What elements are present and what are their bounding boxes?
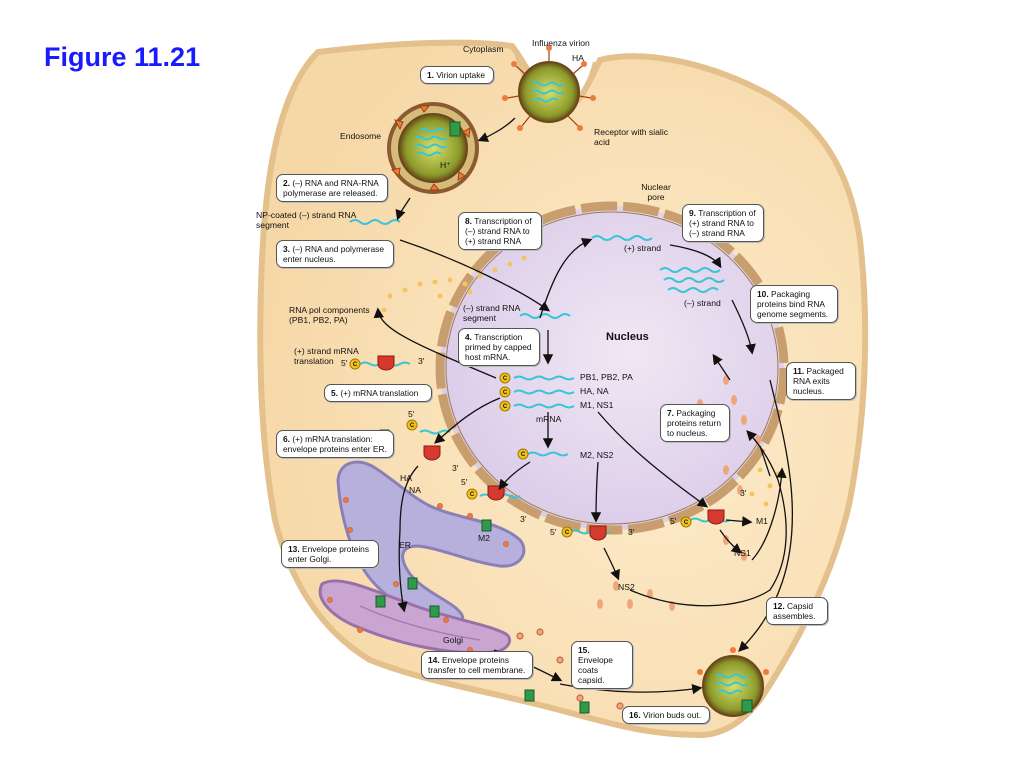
step-3-box: 3. (–) RNA and polymerase enter nucleus. — [276, 240, 394, 268]
label-na-small: NA — [409, 485, 421, 495]
label-5prime-b: 5′ — [408, 409, 415, 419]
label-3prime-a: 3′ — [418, 356, 425, 366]
figure-title: Figure 11.21 — [44, 42, 201, 72]
label-plus-mrna-translation: (+) strand mRNA translation — [294, 346, 359, 366]
nucleus-body — [435, 201, 789, 535]
step-5-box: 5. (+) mRNA translation — [324, 384, 432, 402]
step-10-box: 10. Packaging proteins bind RNA genome s… — [750, 285, 838, 323]
svg-text:C: C — [503, 376, 508, 382]
svg-text:C: C — [410, 423, 415, 429]
label-np-coated: NP-coated (–) strand RNA segment — [256, 210, 356, 230]
label-cytoplasm: Cytoplasm — [463, 44, 504, 54]
label-receptor: Receptor with sialic acid — [594, 127, 669, 147]
label-nucleus: Nucleus — [606, 331, 649, 343]
label-5prime-c: 5′ — [461, 477, 468, 487]
step-14-box: 14. Envelope proteins transfer to cell m… — [421, 651, 533, 679]
step-16-box: 16. Virion buds out. — [622, 706, 710, 724]
label-ha-small: HA — [400, 473, 412, 483]
label-er: ER — [399, 540, 411, 550]
label-ha-na-genes: HA, NA — [580, 386, 609, 396]
label-ns2: NS2 — [618, 582, 635, 592]
label-endosome: Endosome — [340, 131, 382, 141]
label-ns1: NS1 — [734, 548, 751, 558]
label-golgi: Golgi — [443, 635, 464, 645]
svg-text:C: C — [503, 404, 508, 410]
label-3prime-c: 3′ — [520, 514, 527, 524]
step-7-box: 7. Packaging proteins return to nucleus. — [660, 404, 730, 442]
label-m1: M1 — [756, 516, 768, 526]
np-coated-rna-segment — [349, 219, 401, 225]
svg-text:C: C — [684, 520, 689, 526]
mrna-caps — [349, 358, 692, 538]
svg-text:C: C — [470, 492, 475, 498]
plus-strand-rna — [591, 235, 653, 241]
label-5prime-e: 5′ — [670, 516, 677, 526]
step-13-box: 13. Envelope proteins enter Golgi. — [281, 540, 379, 568]
label-3prime-d: 3′ — [628, 527, 635, 537]
label-5prime-d: 5′ — [550, 527, 557, 537]
step-4-box: 4. Transcription primed by capped host m… — [458, 328, 540, 366]
label-plus-strand: (+) strand — [624, 243, 662, 253]
step-15-box: 15. Envelope coats capsid. — [571, 641, 633, 689]
label-m2-ns2-genes: M2, NS2 — [580, 450, 614, 460]
label-ha-top: HA — [572, 53, 584, 63]
step-6-box: 6. (+) mRNA translation: envelope protei… — [276, 430, 394, 458]
label-mrna: mRNA — [536, 414, 562, 424]
svg-text:C: C — [353, 362, 358, 368]
step-1-box: 1. Virion uptake — [420, 66, 494, 84]
label-nuclear-pore: Nuclear pore — [641, 182, 671, 202]
svg-text:C: C — [503, 390, 508, 396]
label-rna-pol-components: RNA pol components (PB1, PB2, PA) — [289, 305, 370, 325]
svg-text:C: C — [521, 452, 526, 458]
step-11-box: 11. Packaged RNA exits nucleus. — [786, 362, 856, 400]
label-5prime-a: 5′ — [341, 358, 348, 368]
label-influenza-virion: Influenza virion — [532, 38, 590, 48]
label-3prime-b: 3′ — [452, 463, 459, 473]
label-m1-ns1-genes: M1, NS1 — [580, 400, 614, 410]
label-pb-genes: PB1, PB2, PA — [580, 372, 633, 382]
label-3prime-e: 3′ — [740, 488, 747, 498]
label-m2: M2 — [478, 533, 490, 543]
step-8-box: 8. Transcription of (–) strand RNA to (+… — [458, 212, 542, 250]
svg-text:C: C — [565, 530, 570, 536]
influenza-virion-budding — [702, 655, 764, 717]
label-minus-strand-segment: (–) strand RNA segment — [463, 303, 520, 323]
step-12-box: 12. Capsid assembles. — [766, 597, 828, 625]
step-2-box: 2. (–) RNA and RNA-RNA polymerase are re… — [276, 174, 388, 202]
label-minus-strand: (–) strand — [684, 298, 721, 308]
label-h-plus: H⁺ — [440, 160, 451, 170]
step-9-box: 9. Transcription of (+) strand RNA to (–… — [682, 204, 764, 242]
